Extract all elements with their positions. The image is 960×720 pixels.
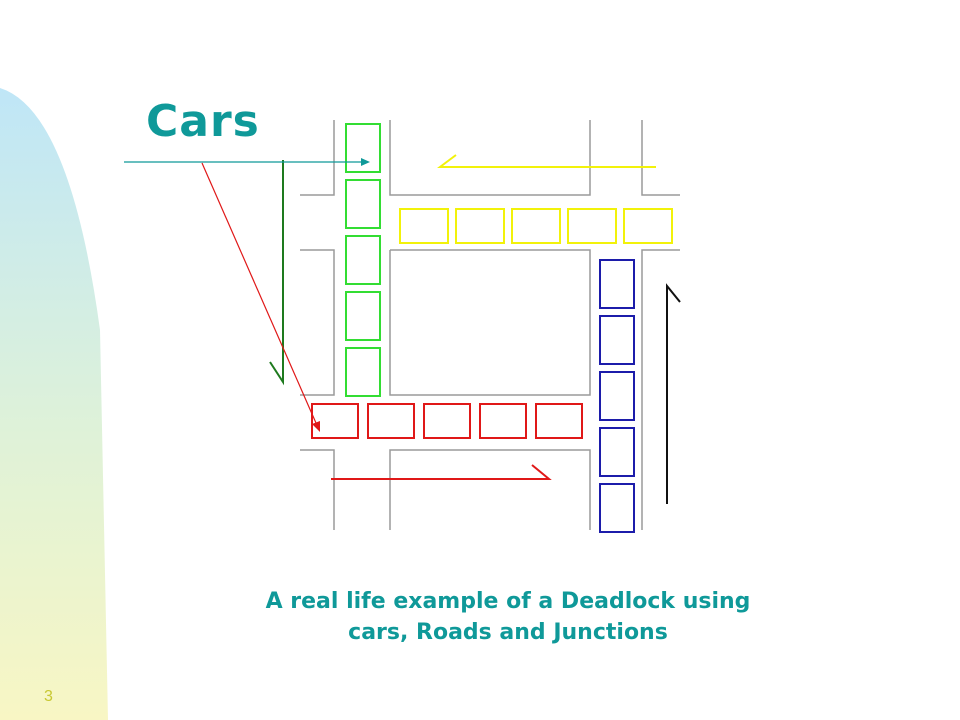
blue-car [599,371,635,421]
red-car-queue [311,403,583,439]
label-pointers [124,158,370,432]
blue-car-queue [599,259,635,533]
green-car-queue [345,123,381,397]
pointer-arrowhead-teal [361,158,370,166]
red-car [311,403,359,439]
yellow-car [399,208,449,244]
yellow-car-queue [399,208,673,244]
blue-car [599,315,635,365]
road-outlines [300,120,680,530]
direction-arrows [269,154,681,504]
green-direction-arrow [269,160,284,386]
red-car [423,403,471,439]
cars-label: Cars [146,96,260,147]
caption-line-1: A real life example of a Deadlock using [265,589,751,614]
red-car [479,403,527,439]
slide-number: 3 [44,688,53,705]
pointer-to-red-car [201,162,317,424]
green-car [345,179,381,229]
blue-car [599,483,635,533]
red-direction-arrow [331,464,552,480]
caption-line-2: cars, Roads and Junctions [348,620,668,645]
pointer-arrowhead-red [312,421,320,432]
yellow-car [623,208,673,244]
blue-car [599,259,635,309]
yellow-car [511,208,561,244]
red-car [367,403,415,439]
green-car [345,291,381,341]
black-direction-arrow [666,283,681,504]
yellow-direction-arrow [437,154,656,168]
yellow-car [567,208,617,244]
blue-car [599,427,635,477]
green-car [345,235,381,285]
red-car [535,403,583,439]
green-car [345,347,381,397]
yellow-car [455,208,505,244]
slide-caption: A real life example of a Deadlock using … [200,586,816,648]
green-car [345,123,381,173]
